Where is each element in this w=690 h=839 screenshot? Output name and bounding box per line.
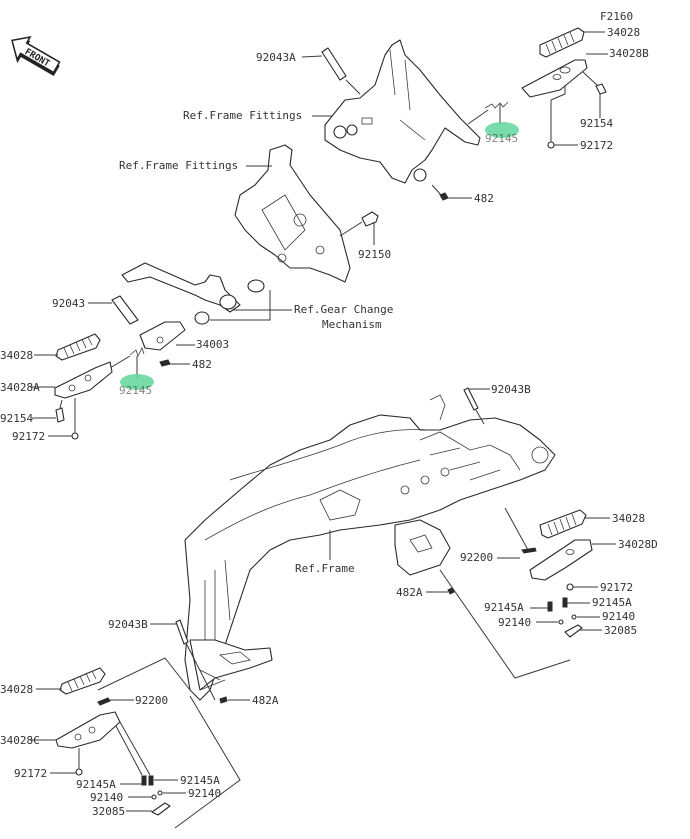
- cotter-pin-482-mid: [159, 359, 171, 367]
- label-ref-frame-fittings-1: Ref.Frame Fittings: [183, 109, 302, 122]
- label-92145A-right-2: 92145A: [592, 596, 632, 609]
- label-ref-gear-change-2: Mechanism: [322, 318, 382, 331]
- highlight-92145-left[interactable]: [120, 374, 154, 390]
- label-92043B-left: 92043B: [108, 618, 148, 631]
- label-92154-top: 92154: [580, 117, 613, 130]
- left-footrest-bracket: [234, 144, 351, 283]
- footrest-rubber-34028-left: [55, 333, 101, 361]
- label-ref-gear-change-1: Ref.Gear Change: [294, 303, 393, 316]
- plate-32085-bottom-left: [151, 802, 171, 816]
- label-92140-right-1: 92140: [498, 616, 531, 629]
- pin-92043B-left: [175, 619, 189, 645]
- spring-92145-top: [484, 101, 509, 109]
- bolt-92172-left: [71, 432, 79, 440]
- right-footrest-bracket: [324, 39, 481, 184]
- pin-92043B-right: [463, 387, 479, 411]
- highlight-92145-top[interactable]: [485, 122, 519, 138]
- label-92154-left: 92154: [0, 412, 33, 425]
- main-frame: [184, 394, 556, 701]
- diagram-code: F2160: [600, 10, 633, 23]
- label-92172-top: 92172: [580, 139, 613, 152]
- pivot-34003: [139, 321, 186, 351]
- label-92145A-bottom-left-1: 92145A: [76, 778, 116, 791]
- footrest-bracket-34028C: [55, 711, 121, 749]
- plate-32085-right: [564, 624, 583, 638]
- label-34028-bottom-left: 34028: [0, 683, 33, 696]
- label-34028-top: 34028: [607, 26, 640, 39]
- spring-92200-bottom-left: [97, 697, 111, 706]
- label-482A-right: 482A: [396, 586, 423, 599]
- label-34003: 34003: [196, 338, 229, 351]
- spring-92200-right: [521, 547, 537, 554]
- bolt-92154-top: [595, 83, 607, 95]
- cotter-pin-482A-right: [447, 587, 455, 595]
- label-92145-left[interactable]: 92145: [119, 384, 152, 397]
- footrest-rubber-34028-bottom-left: [59, 667, 106, 695]
- footrest-bracket-34028D: [529, 539, 593, 581]
- label-32085-right: 32085: [604, 624, 637, 637]
- spring-92145A-bottom-left-1: [141, 775, 147, 786]
- label-ref-frame: Ref.Frame: [295, 562, 355, 575]
- label-92200-bottom-left: 92200: [135, 694, 168, 707]
- label-482-top: 482: [474, 192, 494, 205]
- label-34028-right: 34028: [612, 512, 645, 525]
- label-34028D: 34028D: [618, 538, 658, 551]
- spring-92145A-right-1: [547, 601, 553, 612]
- label-92172-right: 92172: [600, 581, 633, 594]
- spring-92145A-right-2: [562, 597, 568, 608]
- ball-92140-bottom-left-2: [157, 790, 163, 796]
- bolt-92150: [361, 211, 379, 227]
- label-34028A: 34028A: [0, 381, 40, 394]
- label-34028-left: 34028: [0, 349, 33, 362]
- footrest-rubber-34028-right: [539, 509, 587, 539]
- ball-92140-bottom-left-1: [151, 794, 157, 800]
- label-92145A-bottom-left-2: 92145A: [180, 774, 220, 787]
- front-direction-arrow-icon: FRONT: [11, 35, 61, 77]
- label-34028C: 34028C: [0, 734, 40, 747]
- bolt-92172-top: [547, 141, 555, 149]
- ball-92140-right-1: [558, 619, 564, 625]
- label-92140-bottom-left-2: 92140: [188, 787, 221, 800]
- footrest-bracket-34028B: [521, 59, 588, 98]
- label-92150: 92150: [358, 248, 391, 261]
- label-92140-bottom-left-1: 92140: [90, 791, 123, 804]
- label-34028B: 34028B: [609, 47, 649, 60]
- ball-92140-right-2: [571, 614, 577, 620]
- label-92200-right: 92200: [460, 551, 493, 564]
- label-32085-bottom-left: 32085: [92, 805, 125, 818]
- label-92145-top[interactable]: 92145: [485, 132, 518, 145]
- spring-92145A-bottom-left-2: [148, 775, 154, 786]
- cotter-pin-482A-left: [219, 696, 228, 704]
- label-92043B-right: 92043B: [491, 383, 531, 396]
- bolt-92172-right: [566, 583, 574, 591]
- label-92140-right-2: 92140: [602, 610, 635, 623]
- bolt-92172-bottom-left: [75, 768, 83, 776]
- bolt-92154-left: [55, 407, 65, 423]
- label-92145A-right-1: 92145A: [484, 601, 524, 614]
- footrest-rubber-34028-top: [539, 27, 585, 58]
- label-482-mid: 482: [192, 358, 212, 371]
- pin-92043A: [321, 47, 347, 81]
- label-92043: 92043: [52, 297, 85, 310]
- footrest-bracket-34028A: [54, 361, 113, 399]
- label-92172-bottom-left: 92172: [14, 767, 47, 780]
- pin-92043: [111, 295, 139, 325]
- label-92172-left: 92172: [12, 430, 45, 443]
- spring-92145-left: [129, 346, 145, 358]
- gear-change-lever: [121, 262, 265, 325]
- label-482A-left: 482A: [252, 694, 279, 707]
- cotter-pin-482-top: [439, 192, 449, 201]
- label-92043A: 92043A: [256, 51, 296, 64]
- label-ref-frame-fittings-2: Ref.Frame Fittings: [119, 159, 238, 172]
